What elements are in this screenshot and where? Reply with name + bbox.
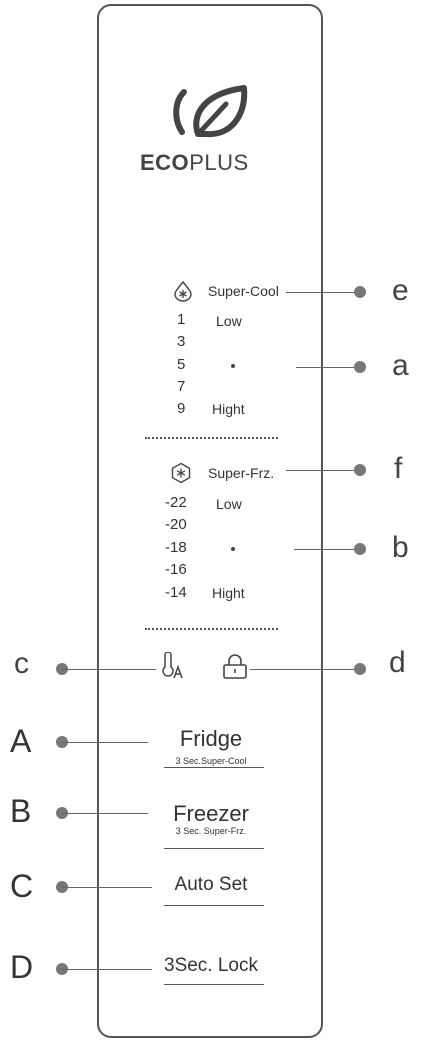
freezer-button-underline <box>164 848 264 849</box>
callout-dot-f <box>354 464 366 476</box>
callout-letter-e: e <box>392 274 409 307</box>
freezer-level-minus-14: -14 <box>165 584 187 601</box>
button-line-a <box>62 742 148 743</box>
button-line-d <box>62 969 152 970</box>
freezer-low-label: Low <box>216 496 242 512</box>
fridge-level-5: 5 <box>177 356 186 373</box>
snowflake-hexagon-icon <box>171 462 191 484</box>
snowflake-drop-icon <box>174 280 192 302</box>
fridge-indicator-dot <box>231 364 235 368</box>
leaf-logo-icon <box>173 85 248 138</box>
callout-letter-b: b <box>392 531 409 564</box>
callout-dot-e <box>354 286 366 298</box>
fridge-level-7: 7 <box>177 378 186 395</box>
freezer-high-label: Hight <box>212 585 245 601</box>
section-divider <box>145 628 278 630</box>
freezer-level-minus-16: -16 <box>165 561 187 578</box>
callout-dot-d <box>354 663 366 675</box>
callout-line-f <box>286 470 360 471</box>
thermometer-auto-icon <box>162 652 183 679</box>
fridge-level-3: 3 <box>177 333 186 350</box>
callout-line-c <box>62 669 156 670</box>
button-line-b <box>62 813 148 814</box>
callout-letter-d: d <box>389 646 406 679</box>
button-letter-d: D <box>10 949 34 985</box>
freezer-level-minus-20: -20 <box>165 516 187 533</box>
super-cool-label: Super-Cool <box>208 283 279 299</box>
brand-logo-text: ECOPLUS <box>140 150 249 175</box>
super-frz-label: Super-Frz. <box>208 465 275 481</box>
lock-icon <box>223 654 247 679</box>
fridge-high-label: Hight <box>212 401 245 417</box>
auto-set-button-underline <box>164 905 264 906</box>
button-letter-a: A <box>10 723 32 759</box>
callout-dot-b <box>354 543 366 555</box>
freezer-button-label: Freezer <box>173 801 249 826</box>
fridge-button-sub: 3 Sec.Super-Cool <box>175 756 247 766</box>
fridge-button[interactable]: Fridge 3 Sec.Super-Cool <box>150 726 272 770</box>
auto-set-button[interactable]: Auto Set <box>174 874 248 895</box>
freezer-indicator-dot <box>231 547 235 551</box>
fridge-level-1: 1 <box>177 311 186 328</box>
freezer-button[interactable]: Freezer 3 Sec. Super-Frz. <box>150 799 272 847</box>
callout-letter-f: f <box>394 452 403 485</box>
callout-line-a <box>296 367 360 368</box>
fridge-level-9: 9 <box>177 400 186 417</box>
fridge-button-label: Fridge <box>179 726 243 751</box>
callout-dot-a <box>354 361 366 373</box>
callout-line-e <box>286 292 360 293</box>
button-letter-b: B <box>10 793 32 829</box>
lock-button[interactable]: 3Sec. Lock <box>164 955 258 976</box>
control-panel <box>97 4 323 1038</box>
section-divider <box>145 437 278 439</box>
callout-letter-a: a <box>392 349 409 382</box>
lock-button-underline <box>164 984 264 985</box>
button-line-c <box>62 887 152 888</box>
callout-line-b <box>294 549 360 550</box>
fridge-button-underline <box>164 767 264 768</box>
freezer-button-sub: 3 Sec. Super-Frz. <box>175 826 247 836</box>
callout-line-d <box>250 669 360 670</box>
callout-letter-c: c <box>14 647 29 680</box>
freezer-level-minus-18: -18 <box>165 539 187 556</box>
fridge-low-label: Low <box>216 313 242 329</box>
button-letter-c: C <box>10 868 34 904</box>
freezer-level-minus-22: -22 <box>165 494 187 511</box>
